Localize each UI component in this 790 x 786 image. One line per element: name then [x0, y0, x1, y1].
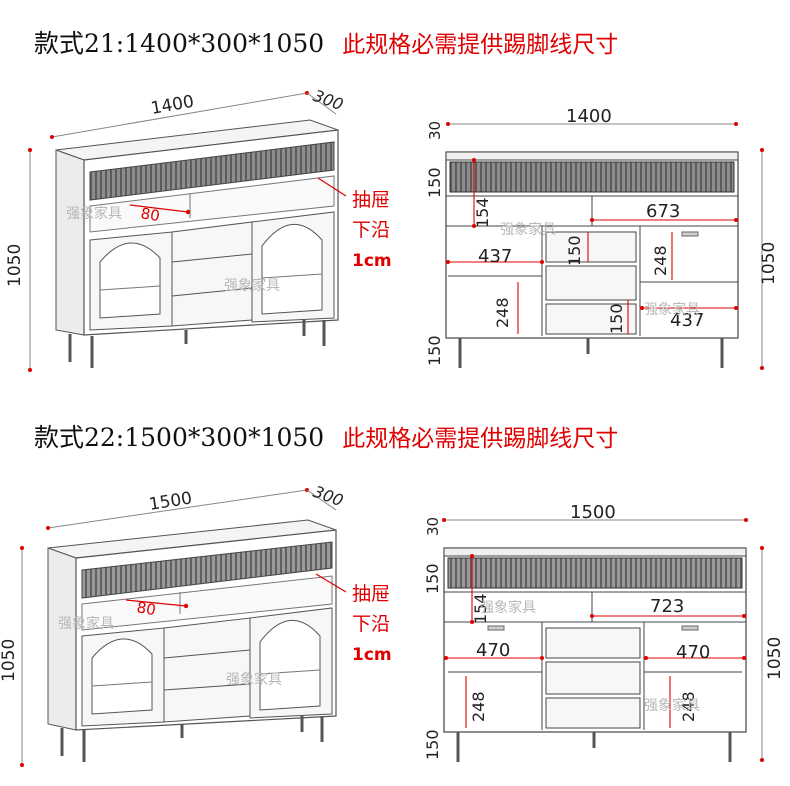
mid-drawer-top-label: 150 — [565, 235, 584, 266]
depth-label: 300 — [311, 86, 346, 114]
baseboard-note: 此规格必需提供踢脚线尺寸 — [342, 32, 619, 58]
right-upper-height-label: 248 — [651, 245, 670, 276]
front-width-label: 1500 — [570, 502, 616, 523]
top-right-width-label: 723 — [650, 596, 684, 617]
gap-label: 80 — [139, 204, 161, 225]
model-spec: 款式21:1400*300*1050 — [34, 29, 325, 58]
top-thickness-label: 30 — [424, 517, 442, 536]
compartment-height-label: 154 — [471, 593, 490, 624]
mid-drawer-bottom-label: 150 — [607, 303, 626, 334]
front-width-label: 1400 — [566, 106, 612, 127]
leg-height-label: 150 — [423, 729, 442, 760]
top-thickness-label: 30 — [426, 121, 444, 140]
right-width-label: 437 — [670, 310, 704, 331]
leg-height-label: 150 — [425, 335, 444, 366]
compartment-height-label: 154 — [473, 197, 492, 228]
front-view-2: 1500 30 1050 — [423, 502, 785, 762]
left-lower-height-label: 248 — [469, 691, 488, 722]
front-height-label: 1050 — [765, 637, 785, 680]
callout-line-3: 1cm — [352, 251, 392, 271]
front-view-1: 1400 30 1050 — [425, 106, 779, 370]
front-height-label: 1050 — [759, 242, 779, 285]
watermark: 强象家具 — [500, 221, 556, 238]
iso-cabinet-1: 1400 300 1050 80 — [5, 86, 392, 372]
watermark: 强象家具 — [644, 301, 700, 318]
callout-line-3: 1cm — [352, 645, 392, 665]
height-label: 1050 — [5, 244, 25, 287]
top-right-width-label: 673 — [646, 201, 680, 222]
height-label: 1050 — [0, 639, 19, 682]
watermark: 强象家具 — [224, 277, 280, 294]
watermark: 强象家具 — [480, 599, 536, 616]
drawer-height-label: 150 — [423, 563, 442, 594]
drawer-height-label: 150 — [425, 167, 444, 198]
watermark: 强象家具 — [66, 205, 122, 222]
model-spec: 款式22:1500*300*1050 — [34, 423, 325, 452]
gap-label: 80 — [135, 598, 157, 619]
left-width-label: 470 — [476, 640, 510, 661]
callout-line-2: 下沿 — [352, 219, 390, 241]
left-lower-height-label: 248 — [493, 297, 512, 328]
watermark: 强象家具 — [226, 671, 282, 688]
watermark: 强象家具 — [644, 697, 700, 714]
width-label: 1500 — [148, 488, 194, 515]
callout-line-1: 抽屉 — [352, 583, 390, 605]
section-1-title: 款式21:1400*300*1050 此规格必需提供踢脚线尺寸 — [34, 24, 618, 60]
width-label: 1400 — [149, 92, 195, 119]
right-width-label: 470 — [676, 642, 710, 663]
right-lower-height-label: 248 — [679, 691, 698, 722]
baseboard-note: 此规格必需提供踢脚线尺寸 — [342, 426, 619, 452]
callout-line-1: 抽屉 — [352, 189, 390, 211]
left-width-label: 437 — [478, 246, 512, 267]
watermark: 强象家具 — [58, 615, 114, 632]
callout-line-2: 下沿 — [352, 613, 390, 635]
iso-cabinet-2: 1500 300 1050 80 抽屉 下沿 1cm 强象家具 强象家具 — [0, 482, 392, 767]
section-2-title: 款式22:1500*300*1050 此规格必需提供踢脚线尺寸 — [34, 418, 618, 454]
depth-label: 300 — [311, 482, 346, 510]
